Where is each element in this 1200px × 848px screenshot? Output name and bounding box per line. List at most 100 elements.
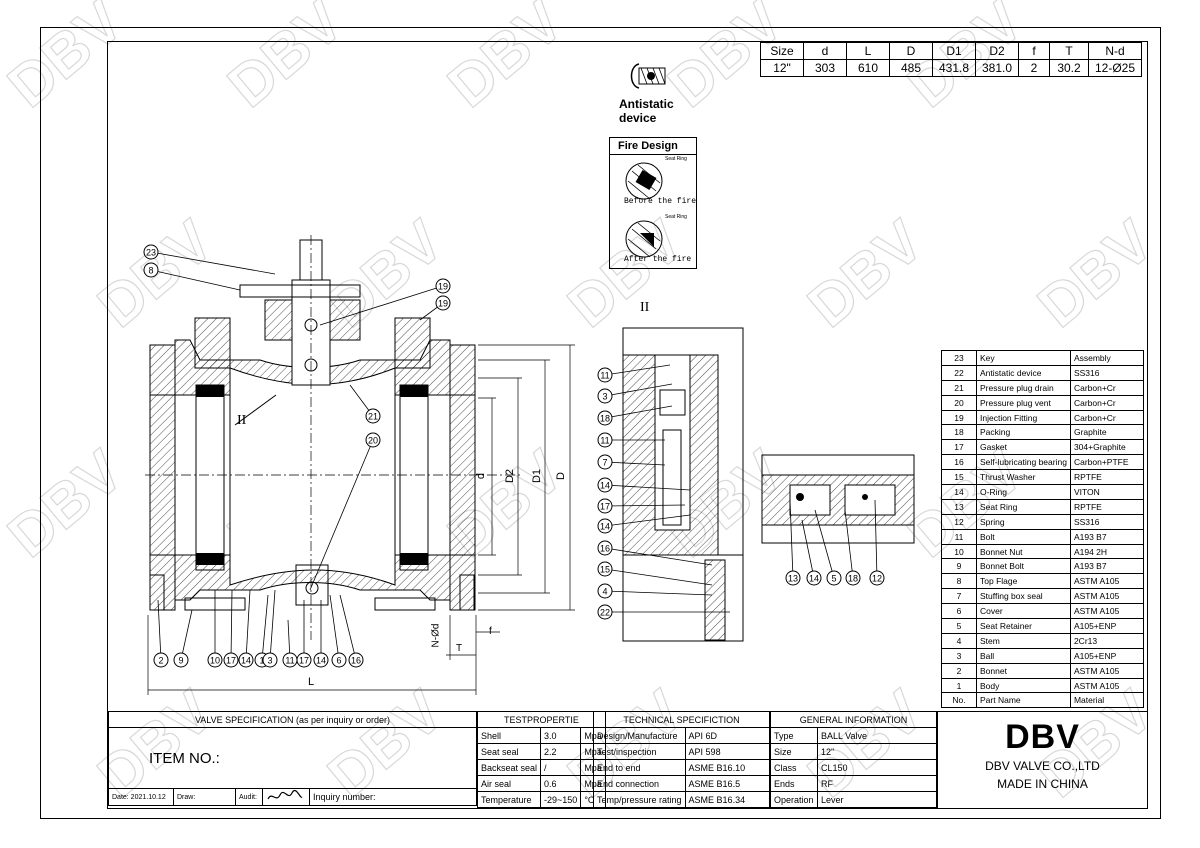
tech-v: ASME B16.34 [684,791,771,808]
tech-v: ASME B16.5 [684,775,771,792]
general-header: GENERAL INFORMATION [770,711,937,728]
fire-design-diagram [625,162,663,258]
D2-value: 381.0 [975,59,1019,77]
callout-leader [814,509,835,579]
callout-number: 14 [600,522,610,532]
callout-number: 18 [600,414,610,424]
test-v: 2.2 [540,743,582,760]
bom-no: 2 [941,662,977,679]
callout-circle [597,454,613,470]
callout-circle [348,652,364,668]
L-value: 610 [846,59,890,77]
callout-circle [597,388,613,404]
callout-number: 18 [848,574,858,584]
Nd-header: N-d [1088,42,1142,60]
callout-leader [230,589,233,661]
callout-circle [806,570,822,586]
bom-material: RPTFE [1069,469,1144,486]
tech-v: API 598 [684,743,771,760]
callout-leader [801,519,815,579]
seat-ring-label-1: Seat Ring [665,156,687,162]
general-k: Size [770,743,818,760]
callout-number: 9 [178,656,183,666]
antistatic-label-line1: Antistatic [619,97,674,111]
bom-name: Body [976,677,1071,694]
callout-circle [313,652,329,668]
valve-spec-header: VALVE SPECIFICATION (as per inquiry or o… [108,711,477,728]
callout-leader [604,590,713,596]
general-v: 12'' [817,743,937,760]
callout-number: 10 [210,656,220,666]
fire-design-box: Fire Design Seat Ring Seat Ring Before t… [609,137,697,269]
bom-material: A193 B7 [1069,528,1144,545]
callout-leader [339,594,357,661]
test-k: Air seal [476,775,542,792]
callout-number: 11 [600,371,609,381]
callout-number: 7 [602,458,607,468]
callout-leader [329,594,340,661]
bom-name: Seat Ring [976,498,1071,515]
callout-circle [262,652,278,668]
test-v: 3.0 [540,727,582,744]
bom-no: 14 [941,484,977,500]
callout-leader [604,568,713,586]
callout-leader [157,599,162,661]
bom-no: 12 [941,513,977,530]
bom-name: Pressure plug vent [976,394,1071,411]
test-k: Seat seal [476,743,542,760]
callout-circle [597,561,613,577]
item-no-label: ITEM NO.: [108,727,477,789]
company-logo: DBV [1005,718,1080,756]
callout-circle [597,604,613,620]
tech-k: End connection [593,775,686,792]
callout-number: 6 [336,656,341,666]
D1-value: 431.8 [932,59,976,77]
callout-circle [597,432,613,448]
bom-name: Ball [976,647,1071,664]
audit-field: Audit: [235,788,263,806]
signature [262,788,310,806]
callout-leader [150,269,241,291]
tech-k: Temp/pressure rating [593,791,686,808]
dim-f-label: f [489,626,492,637]
draw-field: Draw: [173,788,236,806]
date-field: Date: 2021.10.12 [108,788,174,806]
bom-name: O-Ring [976,484,1071,500]
callout-leader [150,251,276,275]
seat-ring-label-2: Seat Ring [665,214,687,220]
general-v: BALL Valve [817,727,937,744]
callout-circle [223,652,239,668]
before-fire-label: Before the fire [624,197,697,206]
callout-circle [597,410,613,426]
callout-number: 17 [299,656,309,666]
test-row: Temperature-29~150°C [476,791,606,808]
bom-material: Carbon+Cr [1069,409,1144,426]
callout-leader [604,364,671,376]
general-k: Class [770,759,818,776]
bom-no: 22 [941,364,977,381]
bom-material: ASTM A105 [1069,677,1144,694]
callout-number: 5 [831,574,836,584]
callout-number: 21 [368,412,378,422]
bom-no: 15 [941,469,977,486]
callout-number: 13 [788,574,798,584]
callout-number: 15 [600,565,610,575]
callout-circle [826,570,842,586]
callout-leader [604,484,691,491]
bom-name: Packing [976,424,1071,441]
